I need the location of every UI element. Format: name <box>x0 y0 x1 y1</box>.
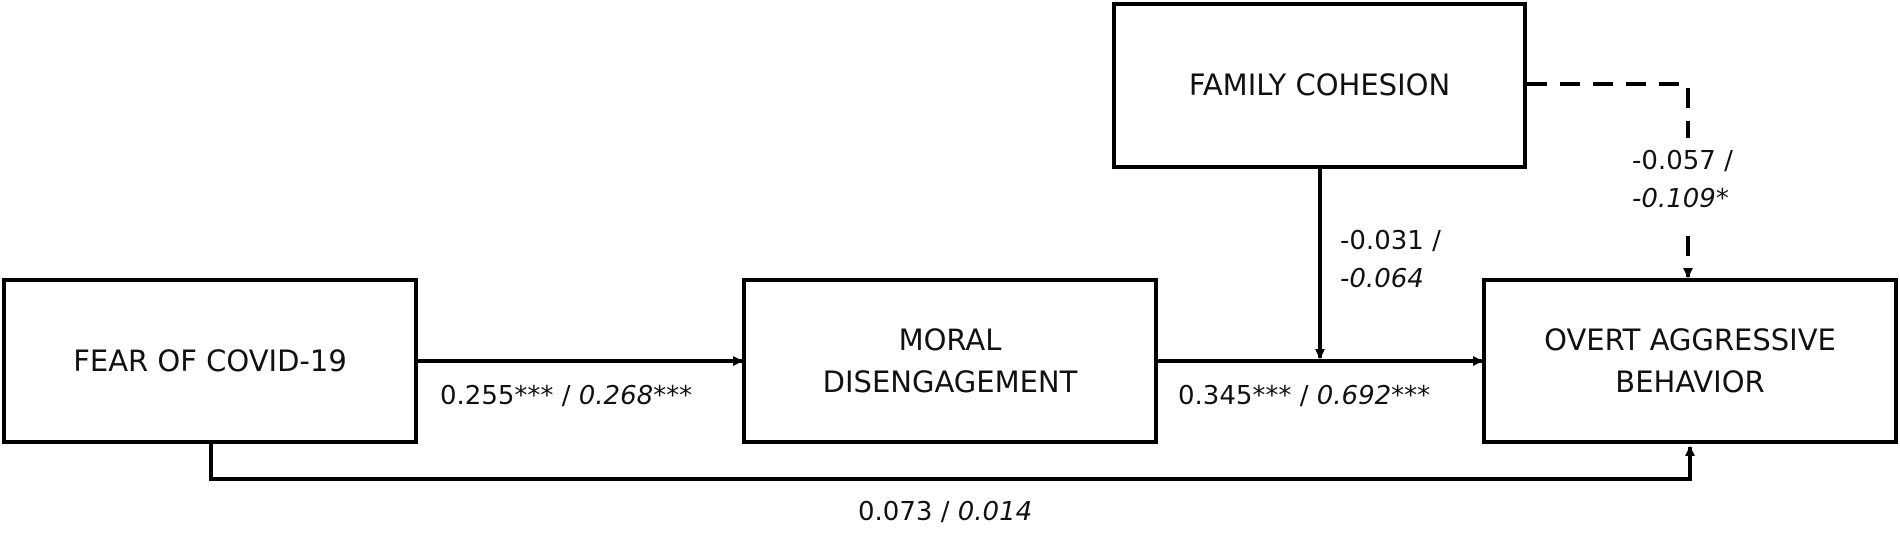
label-moral-to-overt-italic: 0.692*** <box>1316 381 1431 411</box>
label-moral-to-overt-plain: 0.345*** / <box>1178 381 1317 411</box>
node-overt-aggressive-behavior: OVERT AGGRESSIVE BEHAVIOR <box>1482 278 1898 444</box>
label-moral-to-overt: 0.345*** / 0.692*** <box>1178 378 1430 416</box>
label-cohesion-to-overt-italic: -0.109* <box>1632 183 1729 214</box>
node-fear-of-covid-text: FEAR OF COVID-19 <box>73 340 347 382</box>
label-cohesion-moderation-italic: -0.064 <box>1340 263 1424 294</box>
label-fear-to-moral: 0.255*** / 0.268*** <box>440 378 692 416</box>
arrow-fear-to-overt <box>209 444 1695 481</box>
label-cohesion-to-overt: -0.057 / -0.109* <box>1632 143 1733 218</box>
arrow-cohesion-to-overt-dashed <box>1527 82 1690 138</box>
label-cohesion-moderation: -0.031 / -0.064 <box>1340 223 1441 298</box>
node-fear-of-covid-line-1: FEAR OF COVID-19 <box>73 343 347 378</box>
label-fear-to-overt: 0.073 / 0.014 <box>858 494 1032 532</box>
label-fear-to-overt-plain: 0.073 / <box>858 497 958 527</box>
node-family-cohesion-line-1: FAMILY COHESION <box>1188 68 1451 103</box>
node-moral-disengagement-line-1: MORAL <box>898 322 1002 357</box>
label-fear-to-overt-italic: 0.014 <box>957 497 1033 527</box>
node-fear-of-covid: FEAR OF COVID-19 <box>2 278 418 444</box>
node-family-cohesion-text: FAMILY COHESION <box>1189 64 1450 106</box>
node-overt-aggressive-behavior-text: OVERT AGGRESSIVE BEHAVIOR <box>1544 319 1836 403</box>
node-moral-disengagement-text: MORAL DISENGAGEMENT <box>823 319 1078 403</box>
label-cohesion-to-overt-plain: -0.057 / <box>1632 146 1733 176</box>
node-overt-aggressive-behavior-line-2: BEHAVIOR <box>1615 365 1765 399</box>
label-fear-to-moral-plain: 0.255*** / <box>440 381 579 411</box>
node-moral-disengagement-line-2: DISENGAGEMENT <box>822 365 1078 399</box>
label-cohesion-moderation-plain: -0.031 / <box>1340 226 1441 256</box>
node-family-cohesion: FAMILY COHESION <box>1112 2 1527 169</box>
node-overt-aggressive-behavior-line-1: OVERT AGGRESSIVE <box>1544 322 1836 357</box>
node-moral-disengagement: MORAL DISENGAGEMENT <box>742 278 1158 444</box>
label-fear-to-moral-italic: 0.268*** <box>578 381 693 411</box>
